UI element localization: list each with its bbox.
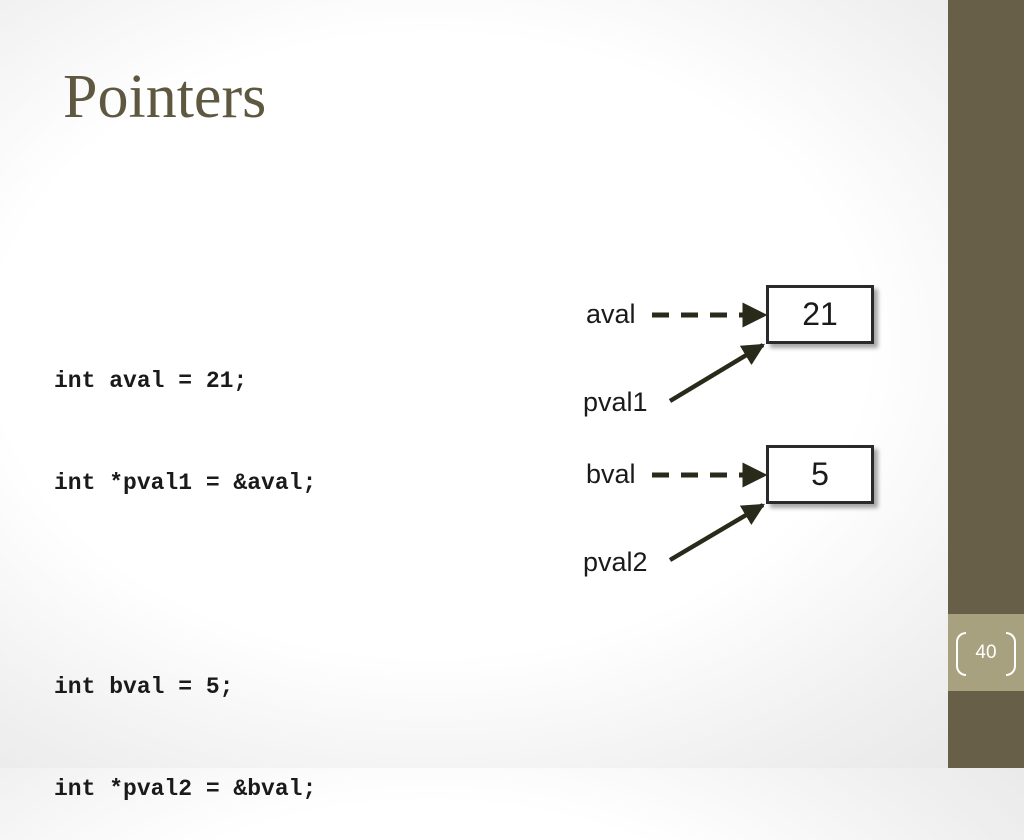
pval1-pointer-arrow [668, 343, 765, 403]
code-line: int aval = 21; [54, 368, 248, 394]
aval-label: aval [586, 299, 636, 329]
code-line: int *pval1 = &aval; [54, 470, 317, 496]
code-block: int aval = 21; int *pval1 = &aval; int b… [54, 296, 316, 840]
bval-label: bval [586, 459, 636, 489]
pointer-diagram: aval 21 pval1 bval 5 pval2 [560, 270, 900, 600]
pval1-label: pval1 [583, 387, 648, 417]
arrow-layer [652, 302, 768, 562]
pval2-label: pval2 [583, 547, 648, 577]
code-line [54, 568, 316, 602]
page-number-badge: 40 [948, 614, 1024, 691]
code-line: int *pval2 = &bval; [54, 776, 317, 802]
page-number: 40 [975, 642, 997, 663]
code-line: int bval = 5; [54, 674, 234, 700]
aval-memory-box: 21 [766, 285, 874, 344]
pval2-pointer-arrow [668, 503, 765, 562]
bval-memory-box: 5 [766, 445, 874, 504]
left-bracket-icon [956, 632, 966, 676]
slide-title: Pointers [63, 63, 267, 131]
